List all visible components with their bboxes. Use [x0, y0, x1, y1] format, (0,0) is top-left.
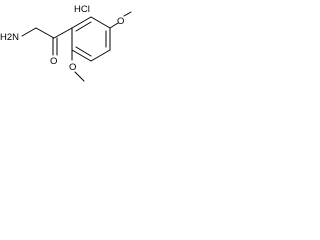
para-methoxy-oxygen-label: O — [117, 16, 124, 27]
salt-label: HCl — [74, 4, 90, 15]
carbonyl-ring-bond — [53, 27, 73, 39]
ch2-carbonyl-bond — [35, 27, 55, 39]
para-methyl-bond — [123, 11, 132, 17]
chemical-structure: HCl H2N O O O — [0, 4, 132, 82]
n-ch2-bond — [21, 27, 37, 37]
ortho-methyl-bond — [74, 71, 85, 82]
benzene-ring — [71, 16, 111, 62]
amine-label: H2N — [0, 32, 19, 43]
ortho-methoxy-oxygen-label: O — [69, 62, 76, 73]
para-o-bond — [109, 22, 119, 29]
carbonyl-oxygen-label: O — [50, 56, 57, 67]
